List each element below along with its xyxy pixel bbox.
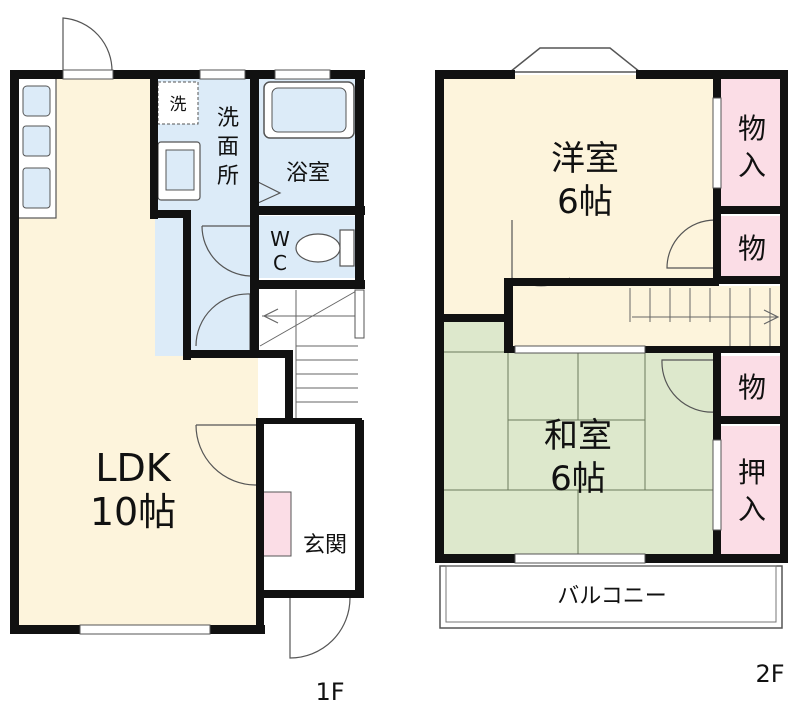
wc-label-w: W bbox=[270, 227, 290, 251]
bath-door-arrow bbox=[257, 181, 282, 204]
door-swing-storage-3 bbox=[661, 359, 716, 413]
stairs-1f-treads bbox=[259, 289, 359, 420]
floor-2-label: 2F bbox=[755, 660, 784, 688]
windows-2f bbox=[514, 97, 722, 564]
washer-pan bbox=[157, 81, 199, 125]
ldk-label: LDK bbox=[95, 446, 171, 490]
floor-2: 洋室 6帖 物 入 物 bbox=[435, 47, 788, 688]
storage-1-label-2: 入 bbox=[738, 149, 766, 182]
bath-label: 浴室 bbox=[286, 161, 330, 186]
balcony-rail-inner bbox=[445, 565, 777, 623]
japanese-room-floor bbox=[443, 322, 715, 554]
tatami-lines bbox=[443, 351, 715, 554]
closet-label-2: 入 bbox=[738, 493, 766, 526]
bathtub-inner bbox=[271, 87, 347, 133]
stairs-1f-arrow bbox=[262, 308, 279, 324]
closet-floor bbox=[720, 426, 782, 554]
kitchen-hob-2 bbox=[22, 167, 51, 209]
basin-bowl bbox=[165, 149, 195, 191]
japanese-room-hall-cut bbox=[512, 322, 715, 348]
japanese-room-size: 6帖 bbox=[550, 459, 606, 499]
stairs-2f-treads bbox=[629, 288, 778, 346]
western-room-size: 6帖 bbox=[557, 182, 613, 222]
door-swing-entrance bbox=[289, 597, 351, 659]
stairs-2f-arrow bbox=[763, 309, 780, 325]
washroom-label-2: 面 bbox=[217, 135, 239, 160]
ldk-floor bbox=[16, 75, 290, 628]
toilet-bowl bbox=[295, 233, 341, 263]
closet-label-1: 押 bbox=[738, 456, 766, 489]
door-swing-storage-2 bbox=[666, 219, 716, 269]
washroom-label-3: 所 bbox=[217, 164, 239, 189]
floor-1-label: 1F bbox=[315, 678, 344, 706]
storage-1-label-1: 物 bbox=[738, 112, 766, 145]
ldk-size: 10帖 bbox=[90, 490, 176, 534]
storage-1-floor bbox=[720, 78, 782, 208]
door-swing-ldk bbox=[195, 424, 257, 486]
storage-2-floor bbox=[720, 216, 782, 276]
storage-3-label: 物 bbox=[738, 371, 766, 404]
kitchen-hob-1 bbox=[22, 125, 51, 157]
balcony-label: バルコニー bbox=[557, 584, 667, 609]
washer-mark: 洗 bbox=[170, 95, 187, 115]
door-swing-washroom bbox=[201, 225, 256, 277]
door-swing-main-top bbox=[62, 17, 113, 73]
storage-2-label: 物 bbox=[738, 232, 766, 265]
bay-window bbox=[507, 47, 643, 73]
toilet-tank bbox=[339, 229, 355, 267]
western-room-floor bbox=[443, 75, 715, 315]
western-room-label: 洋室 bbox=[551, 139, 619, 179]
entrance-label: 玄関 bbox=[303, 533, 347, 558]
floor-1: 洗 洗 面 所 浴室 W C 玄関 bbox=[10, 17, 365, 706]
wc-label-c: C bbox=[273, 251, 287, 275]
washroom-label-1: 洗 bbox=[217, 106, 239, 131]
storage-3-floor bbox=[720, 356, 782, 416]
kitchen-sink bbox=[22, 85, 51, 117]
japanese-room-label: 和室 bbox=[544, 416, 612, 456]
balcony-floor bbox=[439, 565, 783, 629]
shoe-box bbox=[262, 491, 292, 557]
windows-1f bbox=[62, 69, 365, 635]
